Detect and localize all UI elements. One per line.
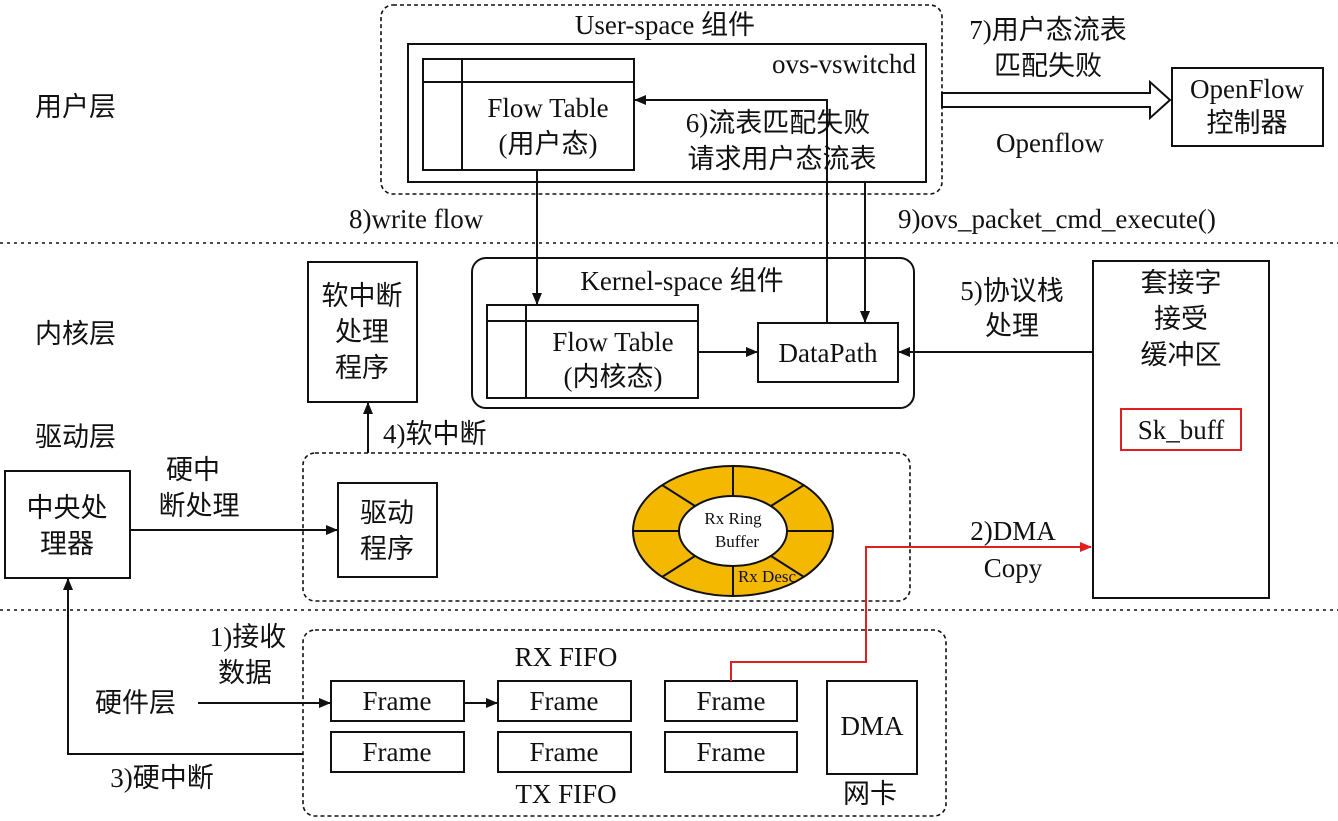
nic-container <box>302 629 947 817</box>
openflow-controller-line2: 控制器 <box>1207 108 1288 138</box>
step5-label-line2: 处理 <box>985 311 1039 341</box>
hard-irq-label-line2: 断处理 <box>159 491 240 521</box>
hard-irq-label-line1: 硬中 <box>166 455 220 485</box>
ovs-vswitchd-label: ovs-vswitchd <box>772 49 916 79</box>
step4-label: 4)软中断 <box>383 419 487 449</box>
socket-buffer-line1: 套接字 <box>1141 268 1222 298</box>
nic-label: 网卡 <box>843 779 897 809</box>
kernel-flow-table-line2: (内核态) <box>564 362 663 392</box>
frame-label: Frame <box>363 686 432 716</box>
step7-label-line1: 7)用户态流表 <box>969 15 1127 45</box>
kernel-flow-table-line1: Flow Table <box>552 327 673 357</box>
sk-buff-box <box>1120 408 1242 451</box>
user-flow-table-line1: Flow Table <box>487 93 608 123</box>
dma-label: DMA <box>840 711 904 741</box>
step1-label-line1: 1)接收 <box>210 622 287 652</box>
user-space-title: User-space 组件 <box>575 10 755 40</box>
openflow-controller-box <box>1171 67 1324 147</box>
socket-receive-buffer-box <box>1092 260 1270 599</box>
step2-label-line1: 2)DMA <box>970 516 1056 546</box>
frame-label: Frame <box>697 737 766 767</box>
softirq-handler-line1: 软中断 <box>322 281 403 311</box>
layer-label-user: 用户层 <box>35 92 116 122</box>
kernel-space-title: Kernel-space 组件 <box>580 266 783 296</box>
layer-label-hardware: 硬件层 <box>95 688 176 718</box>
driver-label-line2: 程序 <box>360 534 414 564</box>
frame-label: Frame <box>363 737 432 767</box>
step2-label-line2: Copy <box>984 553 1043 583</box>
socket-buffer-line3: 缓冲区 <box>1141 340 1222 370</box>
kernel-flow-table: Flow Table (内核态) <box>486 304 699 399</box>
step1-label-line2: 数据 <box>218 658 272 688</box>
driver-box <box>337 482 438 578</box>
step8-label: 8)write flow <box>349 204 484 234</box>
softirq-handler-line2: 处理 <box>335 317 389 347</box>
socket-buffer-line2: 接受 <box>1154 304 1208 334</box>
kernel-space-container <box>471 257 915 409</box>
softirq-handler-box <box>307 261 418 403</box>
arrow-step3-hard-irq <box>63 578 303 755</box>
rx-fifo-label: RX FIFO <box>515 642 618 672</box>
frame-label: Frame <box>530 737 599 767</box>
cpu-label-line1: 中央处 <box>27 493 108 523</box>
step6-label-line2: 请求用户态流表 <box>688 144 877 174</box>
ring-label-line2: Buffer <box>715 532 759 551</box>
driver-layer-container <box>302 452 911 602</box>
tx-fifo-label: TX FIFO <box>515 779 616 809</box>
sk-buff-label: Sk_buff <box>1138 415 1225 445</box>
openflow-block-arrow <box>941 79 1172 121</box>
frame-box <box>497 680 632 722</box>
frame-label: Frame <box>530 686 599 716</box>
arrow-step6-upcall <box>634 95 828 323</box>
dma-box <box>826 680 918 775</box>
openflow-controller-line1: OpenFlow <box>1190 74 1305 104</box>
cpu-label-line2: 理器 <box>40 529 94 559</box>
ring-desc-label: Rx Desc <box>738 567 797 586</box>
step5-label-line1: 5)协议栈 <box>960 276 1064 306</box>
softirq-handler-line3: 程序 <box>335 353 389 383</box>
step3-label: 3)硬中断 <box>110 763 214 793</box>
frame-label: Frame <box>697 686 766 716</box>
cpu-box <box>4 470 131 579</box>
driver-label-line1: 驱动 <box>360 498 414 528</box>
user-flow-table: Flow Table (用户态) <box>422 58 635 171</box>
datapath-label: DataPath <box>779 338 878 368</box>
layer-label-driver: 驱动层 <box>35 422 116 452</box>
frame-box <box>330 680 465 722</box>
ring-label-line1: Rx Ring <box>704 509 762 528</box>
ovs-vswitchd-box <box>407 43 927 183</box>
openflow-link-label: Openflow <box>996 128 1104 158</box>
frame-box <box>664 731 798 773</box>
step7-label-line2: 匹配失败 <box>994 51 1102 81</box>
user-flow-table-line2: (用户态) <box>499 129 598 159</box>
layer-label-kernel: 内核层 <box>35 319 116 349</box>
rx-ring-buffer <box>632 465 834 597</box>
frame-box <box>330 731 465 773</box>
step6-label-line1: 6)流表匹配失败 <box>686 108 871 138</box>
step9-label: 9)ovs_packet_cmd_execute() <box>898 204 1216 234</box>
arrow-step2-dma-copy <box>730 542 1092 681</box>
frame-box <box>497 731 632 773</box>
